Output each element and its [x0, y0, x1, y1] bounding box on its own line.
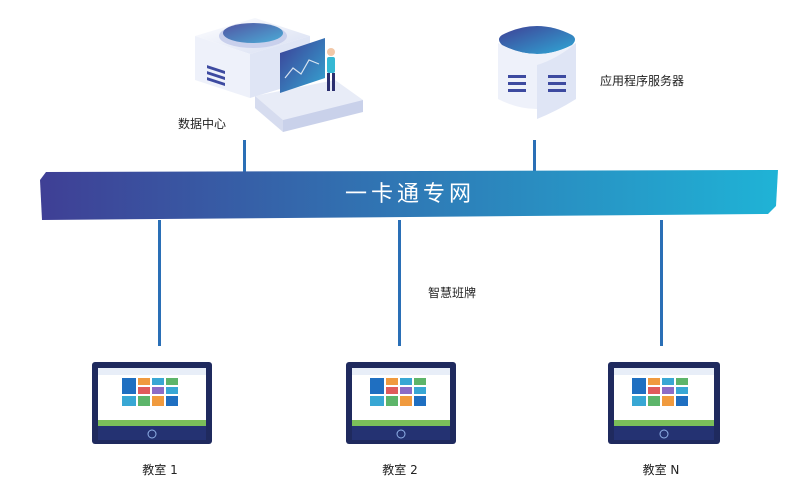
app-server-label: 应用程序服务器	[600, 74, 685, 88]
connector-classroom-n	[660, 220, 663, 346]
connector-app-server	[533, 140, 536, 172]
classroom-2-label: 教室 2	[382, 463, 418, 477]
classroom-1-label: 教室 1	[142, 463, 178, 477]
smart-board-device-n	[608, 362, 720, 444]
network-bar	[40, 170, 778, 220]
network-label-wrap: 一卡通专网	[40, 176, 780, 208]
app-server-illustration	[498, 26, 576, 119]
connector-classroom-1	[158, 220, 161, 346]
network-label: 一卡通专网	[344, 182, 475, 207]
smart-board-label: 智慧班牌	[428, 286, 477, 300]
connector-classroom-2	[398, 220, 401, 346]
data-center-label: 数据中心	[178, 117, 227, 131]
smart-board-device-2	[346, 362, 456, 444]
classroom-n-label: 教室 N	[642, 463, 680, 477]
connector-data-center	[243, 140, 246, 172]
data-center-illustration	[195, 18, 363, 132]
smart-board-device-1	[92, 362, 212, 444]
